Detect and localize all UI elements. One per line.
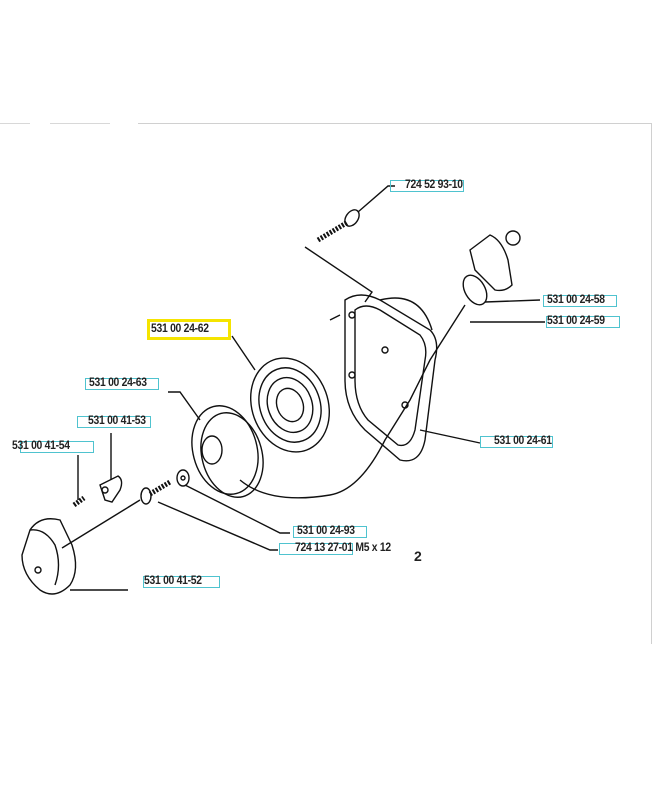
pawl-and-spring-drawing: [72, 433, 123, 508]
rope-pulley-drawing: [168, 391, 264, 498]
frame-fragment: [50, 123, 110, 124]
part-label-531-00-41-53[interactable]: 531 00 41-53: [77, 415, 151, 428]
part-number-text: 531 00 41-54: [12, 440, 70, 452]
part-label-531-00-41-54[interactable]: 531 00 41-54: [12, 440, 94, 453]
part-label-531-00-24-59[interactable]: 531 00 24-59: [546, 315, 620, 328]
part-number-text: 531 00 24-62: [151, 323, 209, 335]
part-label-724-13-27-01[interactable]: 724 13 27-01 M5 x 12: [279, 542, 391, 555]
part-number-text: 531 00 24-58: [547, 294, 605, 306]
part-number-text: 531 00 24-59: [547, 315, 605, 327]
starter-housing-drawing: [329, 294, 481, 462]
part-label-531-00-24-62-highlighted[interactable]: 531 00 24-62: [147, 319, 231, 340]
starter-cup-drawing: [21, 499, 141, 595]
part-number-text: 531 00 24-63: [89, 377, 147, 389]
frame-fragment: [0, 123, 30, 124]
washer-and-bolt-drawing: [140, 469, 290, 551]
part-label-531-00-41-52[interactable]: 531 00 41-52: [143, 575, 220, 588]
part-label-531-00-24-61[interactable]: 531 00 24-61: [480, 435, 553, 448]
recoil-spring-drawing: [231, 335, 331, 453]
figure-number: 2: [414, 548, 422, 564]
part-number-text: 724 13 27-01 M5 x 12: [295, 542, 391, 554]
part-label-531-00-24-63[interactable]: 531 00 24-63: [85, 377, 159, 390]
screw-724-52-93-10-drawing: [304, 185, 395, 303]
part-label-531-00-24-58[interactable]: 531 00 24-58: [543, 294, 617, 307]
part-number-text: 724 52 93-10: [405, 179, 463, 191]
part-label-724-52-93-10[interactable]: 724 52 93-10: [390, 179, 464, 192]
part-number-text: 531 00 41-53: [88, 415, 146, 427]
part-label-531-00-24-93[interactable]: 531 00 24-93: [293, 525, 367, 538]
part-number-text: 531 00 41-52: [144, 575, 202, 587]
starter-handle-drawing: [239, 230, 545, 499]
part-number-text: 531 00 24-61: [494, 435, 552, 447]
part-number-text: 531 00 24-93: [297, 525, 355, 537]
